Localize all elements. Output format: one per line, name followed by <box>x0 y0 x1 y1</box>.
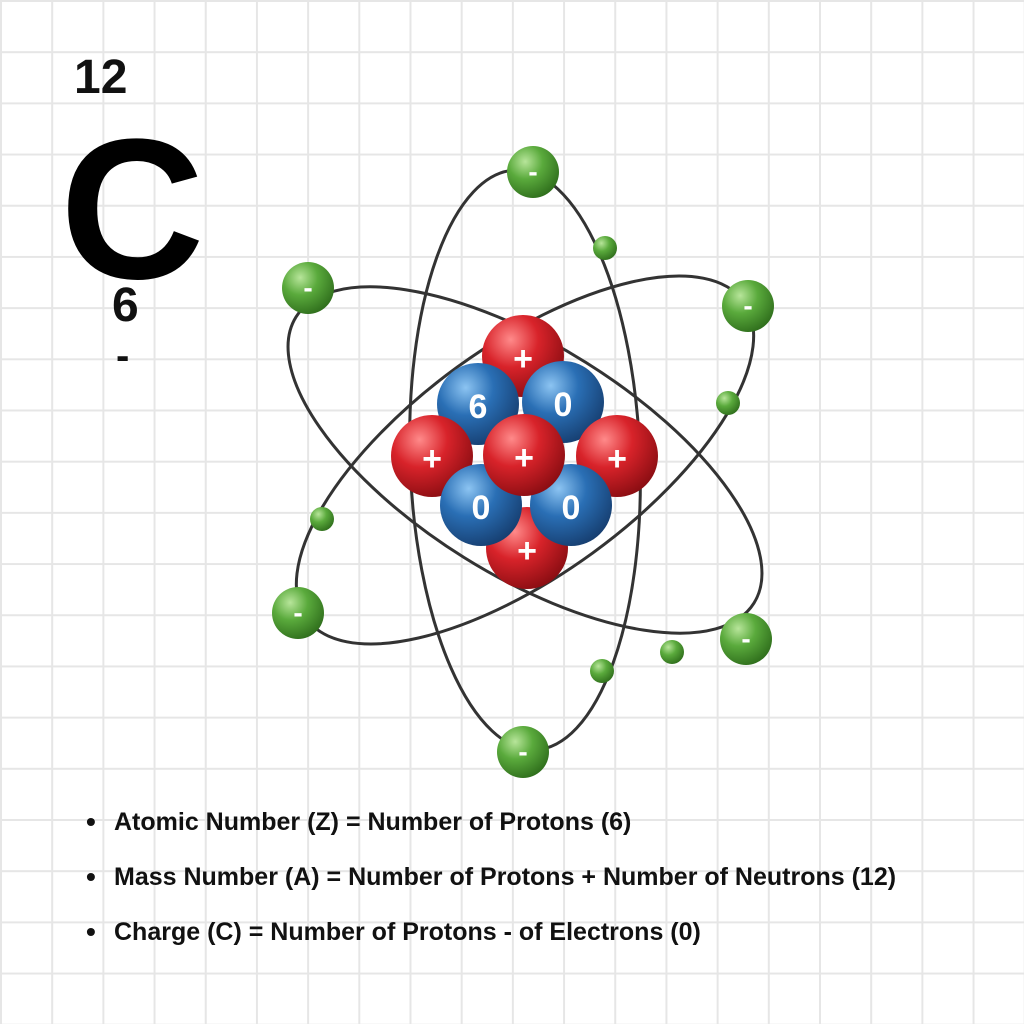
electron-label: - <box>293 597 302 628</box>
mass-number: 12 <box>74 51 128 104</box>
orbit-marker-dot <box>310 507 334 531</box>
proton-label: + <box>513 340 533 378</box>
neutron-label: 0 <box>472 489 491 527</box>
electron-label: - <box>741 623 750 654</box>
electron-particle: - <box>507 146 559 198</box>
electron-particle: - <box>497 726 549 778</box>
orbit-markers <box>310 236 740 683</box>
neutron-label: 0 <box>562 489 581 527</box>
neutron-label: 6 <box>469 388 488 426</box>
neutron-label: 0 <box>554 386 573 424</box>
electron-label: - <box>743 290 752 321</box>
electron-particle: - <box>272 587 324 639</box>
fact-charge: Charge (C) = Number of Protons - of Elec… <box>86 910 896 965</box>
electron-particle: - <box>282 262 334 314</box>
orbit-marker-dot <box>593 236 617 260</box>
element-symbol-box: 12 C 6 - <box>60 50 220 380</box>
proton-particle: + <box>483 414 565 496</box>
proton-label: + <box>422 440 442 478</box>
fact-mass-number: Mass Number (A) = Number of Protons + Nu… <box>86 855 896 910</box>
charge-sign: - <box>116 334 130 378</box>
electron-particle: - <box>720 613 772 665</box>
nucleus: + 6 0 + + + 0 0 <box>391 315 658 589</box>
proton-label: + <box>607 440 627 478</box>
fact-atomic-number: Atomic Number (Z) = Number of Protons (6… <box>86 800 896 855</box>
orbit-marker-dot <box>716 391 740 415</box>
electrons: - - - - - - <box>272 146 774 778</box>
electron-label: - <box>528 156 537 187</box>
electron-particle: - <box>722 280 774 332</box>
proton-label: + <box>514 439 534 477</box>
proton-label: + <box>517 532 537 570</box>
orbit-marker-dot <box>590 659 614 683</box>
atom-facts-list: Atomic Number (Z) = Number of Protons (6… <box>86 800 896 965</box>
orbit-ellipse-descending <box>286 285 764 635</box>
element-symbol: C <box>60 98 205 321</box>
electron-label: - <box>518 736 527 767</box>
electron-label: - <box>303 272 312 303</box>
orbit-marker-dot <box>660 640 684 664</box>
atomic-number: 6 <box>112 279 139 332</box>
